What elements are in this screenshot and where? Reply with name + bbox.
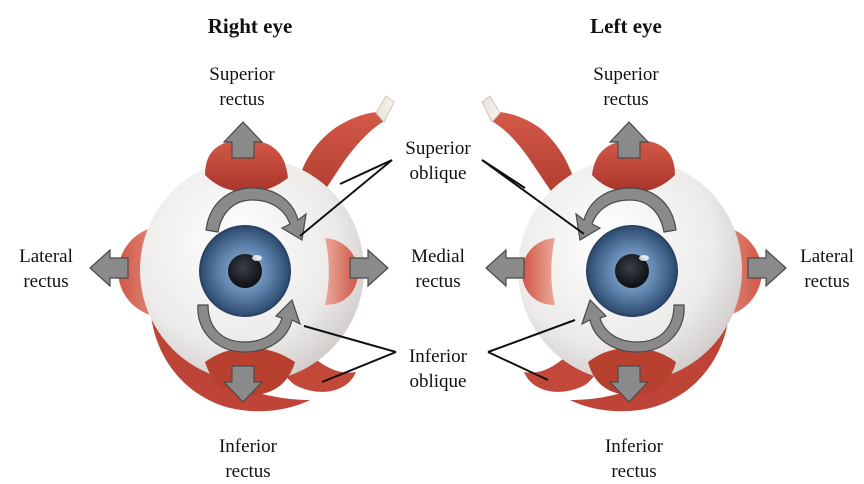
left-eye-title: Left eye — [556, 14, 696, 39]
left-lateral-rectus-label: Lateral rectus — [790, 244, 864, 294]
right-eye-illustration — [90, 96, 394, 411]
leader-inferior-oblique-left-2 — [488, 352, 548, 380]
right-superior-rectus-label: Superior rectus — [182, 62, 302, 112]
left-inferior-rectus-label: Inferior rectus — [574, 434, 694, 484]
left-left-arrow — [486, 250, 524, 286]
inferior-oblique-label: Inferior oblique — [380, 344, 496, 394]
superior-oblique-label: Superior oblique — [378, 136, 498, 186]
right-inferior-rectus-label: Inferior rectus — [188, 434, 308, 484]
medial-rectus-label: Medial rectus — [388, 244, 488, 294]
left-eye-illustration — [482, 96, 786, 411]
right-eye-title: Right eye — [180, 14, 320, 39]
right-lateral-rectus-label: Lateral rectus — [0, 244, 92, 294]
left-superior-rectus-label: Superior rectus — [566, 62, 686, 112]
